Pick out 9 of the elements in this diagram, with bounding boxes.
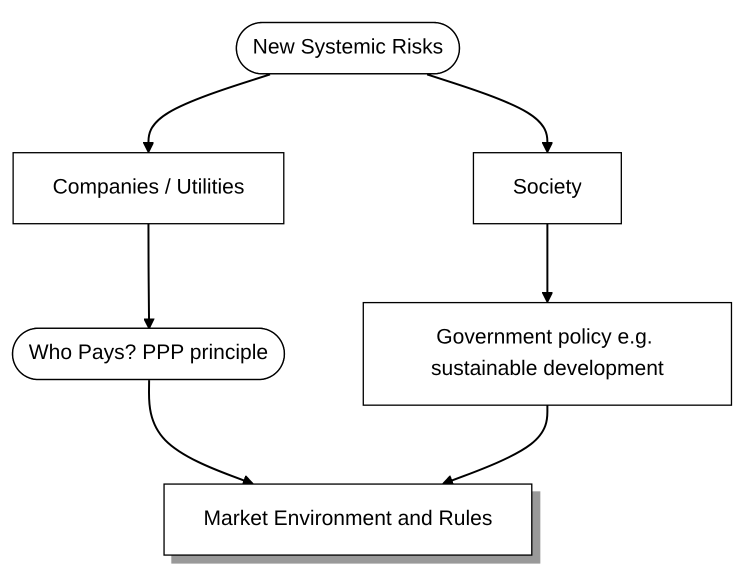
arrow <box>143 224 155 330</box>
node-box <box>12 152 284 225</box>
node-box <box>163 484 532 556</box>
flowchart-drawing: New Systemic Risks Companies / Utilities Society Who Pays? PPP principle Government policy e.g. sustainable development Market Environment and Rules <box>2 12 742 566</box>
arrow <box>542 224 554 304</box>
arrow <box>142 74 270 154</box>
node-box <box>362 302 732 406</box>
node-box <box>472 152 622 225</box>
arrow <box>426 74 554 154</box>
